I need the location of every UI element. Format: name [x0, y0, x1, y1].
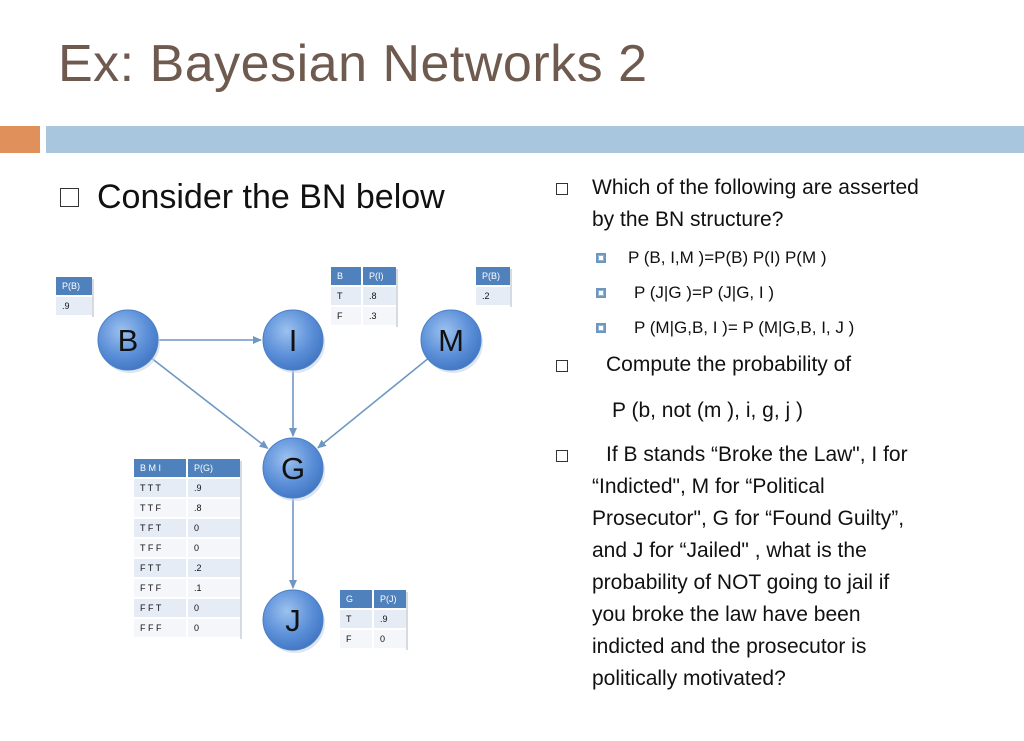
node-j: J [262, 589, 325, 653]
node-g: G [262, 437, 325, 501]
node-i: I [262, 309, 325, 373]
edge-b-to-g [151, 357, 269, 450]
cpt-header-cell: P(B) [62, 281, 80, 291]
cpt-cell: F T T [140, 563, 162, 573]
node-label: J [285, 603, 301, 638]
cpt-header-cell: P(B) [482, 271, 500, 281]
option-1-text: P (B, I,M )=P(B) P(I) P(M ) [628, 248, 827, 267]
cpt-header-cell: B M I [140, 463, 161, 473]
nodes-layer: B I M G J [97, 309, 483, 653]
question-3: If B stands “Broke the Law", I for “Indi… [556, 439, 996, 695]
bullet-box-icon [556, 450, 568, 462]
edges-layer [151, 336, 429, 589]
square-bullet-icon [596, 323, 606, 333]
cpt-cell: F T F [140, 583, 162, 593]
right-column: Which of the following are asserted by t… [556, 172, 996, 695]
question-3-line: you broke the law have been [592, 603, 861, 626]
accent-bar-orange [0, 126, 40, 153]
cpt-header-cell: P(G) [194, 463, 213, 473]
cpt-header-cell: P(I) [369, 271, 384, 281]
node-b: B [97, 309, 160, 373]
question-3-line: probability of NOT going to jail if [592, 571, 890, 594]
cpt-cell: 0 [194, 543, 199, 553]
cpt-cell: T [346, 614, 352, 624]
cpt-cell: 0 [194, 603, 199, 613]
cpt-cell: .2 [482, 291, 490, 301]
cpt-cell: .2 [194, 563, 202, 573]
cpt-cell: .1 [194, 583, 202, 593]
cpt-table-b: P(B) .9 [56, 277, 94, 317]
accent-bar-blue [46, 126, 1024, 153]
cpt-cell: .9 [194, 483, 202, 493]
question-3-line: If B stands “Broke the Law", I for [606, 443, 908, 466]
cpt-cell: F [346, 634, 352, 644]
question-1: Which of the following are asserted by t… [556, 172, 996, 236]
question-3-line: politically motivated? [592, 667, 786, 690]
cpt-cell: T T T [140, 483, 161, 493]
cpt-cell: .8 [369, 291, 377, 301]
cpt-cell: F F F [140, 623, 162, 633]
cpt-header-cell: G [346, 594, 353, 604]
question-2-expression: P (b, not (m ), i, g, j ) [612, 399, 803, 422]
question-3-line: indicted and the prosecutor is [592, 635, 867, 658]
cpt-cell: .9 [380, 614, 388, 624]
cpt-cell: T T F [140, 503, 162, 513]
bullet-box-icon [556, 360, 568, 372]
question-2-line1: Compute the probability of [606, 353, 852, 376]
square-bullet-icon [596, 288, 606, 298]
cpt-table-m: P(B) .2 [476, 267, 512, 307]
cpt-table-j: G P(J) T .9F 0 [340, 590, 408, 650]
cpt-cell: T F T [140, 523, 162, 533]
square-bullet-icon [596, 253, 606, 263]
question-3-line: “Indicted", M for “Political [592, 475, 825, 498]
cpt-cell: .8 [194, 503, 202, 513]
cpt-table-g: B M I P(G) T T T .9 T T F .8 T F T 0 T F F 0 F T T… [134, 459, 242, 639]
cpt-header-cell: P(J) [380, 594, 397, 604]
option-1: P (B, I,M )=P(B) P(I) P(M ) [556, 240, 996, 275]
cpt-cell: T [337, 291, 343, 301]
cpt-cell: F F T [140, 603, 162, 613]
node-label: M [438, 323, 464, 358]
cpt-cell: 0 [194, 623, 199, 633]
option-3: P (M|G,B, I )= P (M|G,B, I, J ) [556, 310, 996, 345]
node-m: M [420, 309, 483, 373]
bullet-box-icon [556, 183, 568, 195]
cpt-cell: F [337, 311, 343, 321]
node-label: G [281, 451, 305, 486]
question-3-line: Prosecutor", G for “Found Guilty”, [592, 507, 905, 530]
option-2: P (J|G )=P (J|G, I ) [556, 275, 996, 310]
left-bullet: Consider the BN below [60, 178, 445, 217]
cpt-cell: T F F [140, 543, 162, 553]
option-3-text: P (M|G,B, I )= P (M|G,B, I, J ) [634, 318, 855, 337]
question-1-line2: by the BN structure? [592, 208, 784, 231]
slide-title: Ex: Bayesian Networks 2 [58, 35, 648, 93]
question-3-line: and J for “Jailed" , what is the [592, 539, 867, 562]
cpt-header-cell: B [337, 271, 343, 281]
option-2-text: P (J|G )=P (J|G, I ) [634, 283, 774, 302]
cpt-cell: 0 [194, 523, 199, 533]
left-bullet-text: Consider the BN below [97, 178, 445, 216]
node-label: B [118, 323, 139, 358]
cpt-table-i: B P(I) T .8F .3 [331, 267, 398, 327]
cpt-cell: .3 [369, 311, 377, 321]
cpt-cell: .9 [62, 301, 70, 311]
node-label: I [289, 323, 298, 358]
question-2: Compute the probability of [556, 349, 996, 381]
bullet-box-icon [60, 188, 79, 207]
cpt-cell: 0 [380, 634, 385, 644]
edge-m-to-g [317, 358, 429, 449]
question-1-line1: Which of the following are asserted [592, 176, 919, 199]
